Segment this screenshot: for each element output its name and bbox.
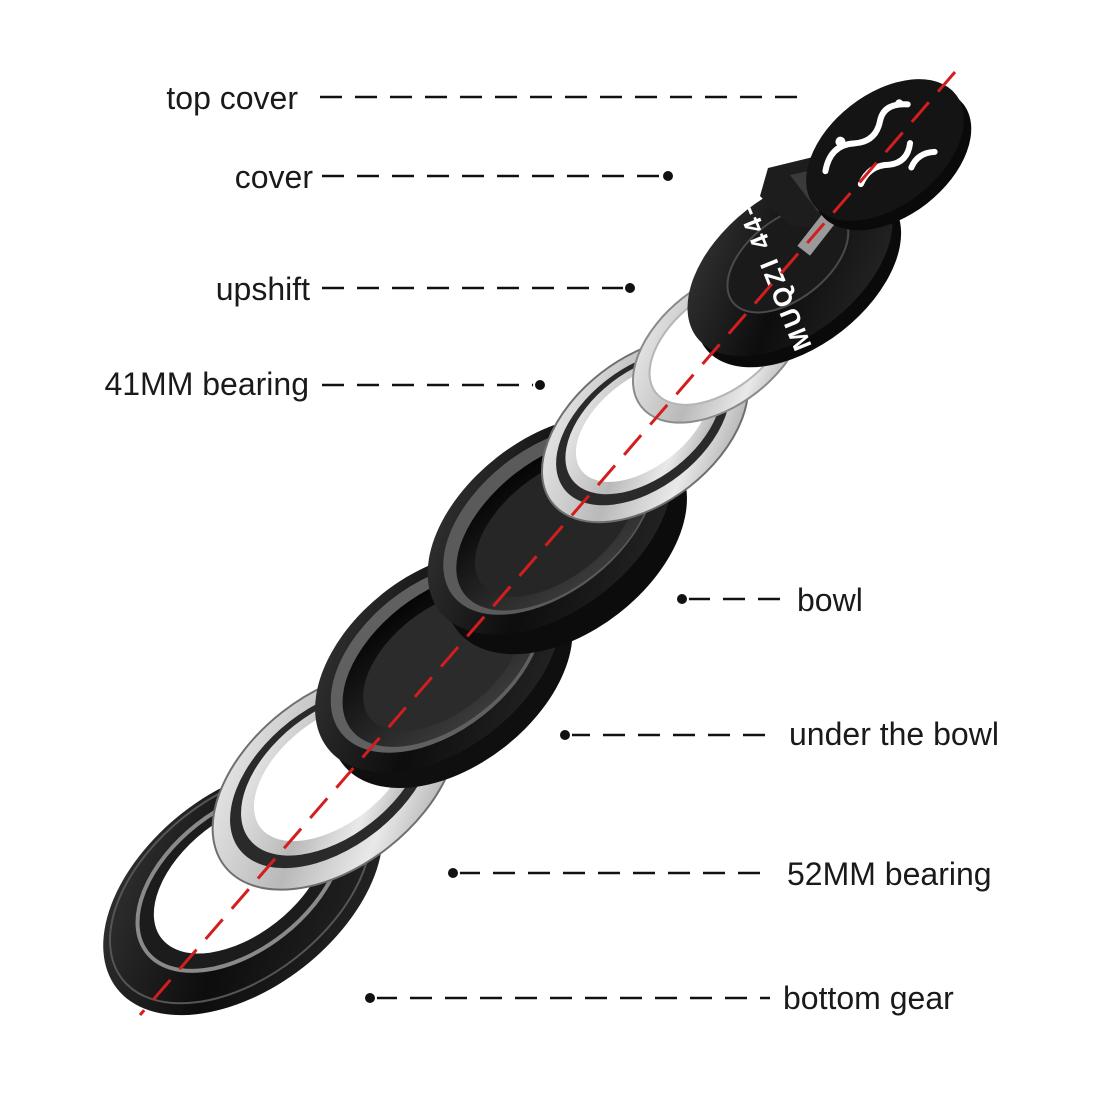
dot-cover (661, 169, 675, 183)
label-41mm-bearing: 41MM bearing (104, 366, 309, 402)
dot-41mm-bearing (533, 378, 547, 392)
label-bottom-gear: bottom gear (783, 980, 954, 1016)
under-the-bowl-part (315, 551, 573, 789)
assembly-axis (138, 71, 957, 1016)
dot-under-the-bowl (558, 728, 572, 742)
label-bowl: bowl (797, 582, 863, 618)
top-cover-part (806, 79, 972, 231)
leader-lines (320, 95, 800, 1000)
dot-upshift (623, 281, 637, 295)
label-52mm-bearing: 52MM bearing (787, 856, 992, 892)
dot-52mm-bearing (446, 866, 460, 880)
label-cover: cover (235, 159, 314, 195)
dot-bowl (675, 592, 689, 606)
label-upshift: upshift (216, 271, 310, 307)
label-top-cover: top cover (166, 80, 298, 116)
label-under-the-bowl: under the bowl (789, 716, 999, 752)
leader-dots (363, 169, 689, 1005)
dot-bottom-gear (363, 991, 377, 1005)
